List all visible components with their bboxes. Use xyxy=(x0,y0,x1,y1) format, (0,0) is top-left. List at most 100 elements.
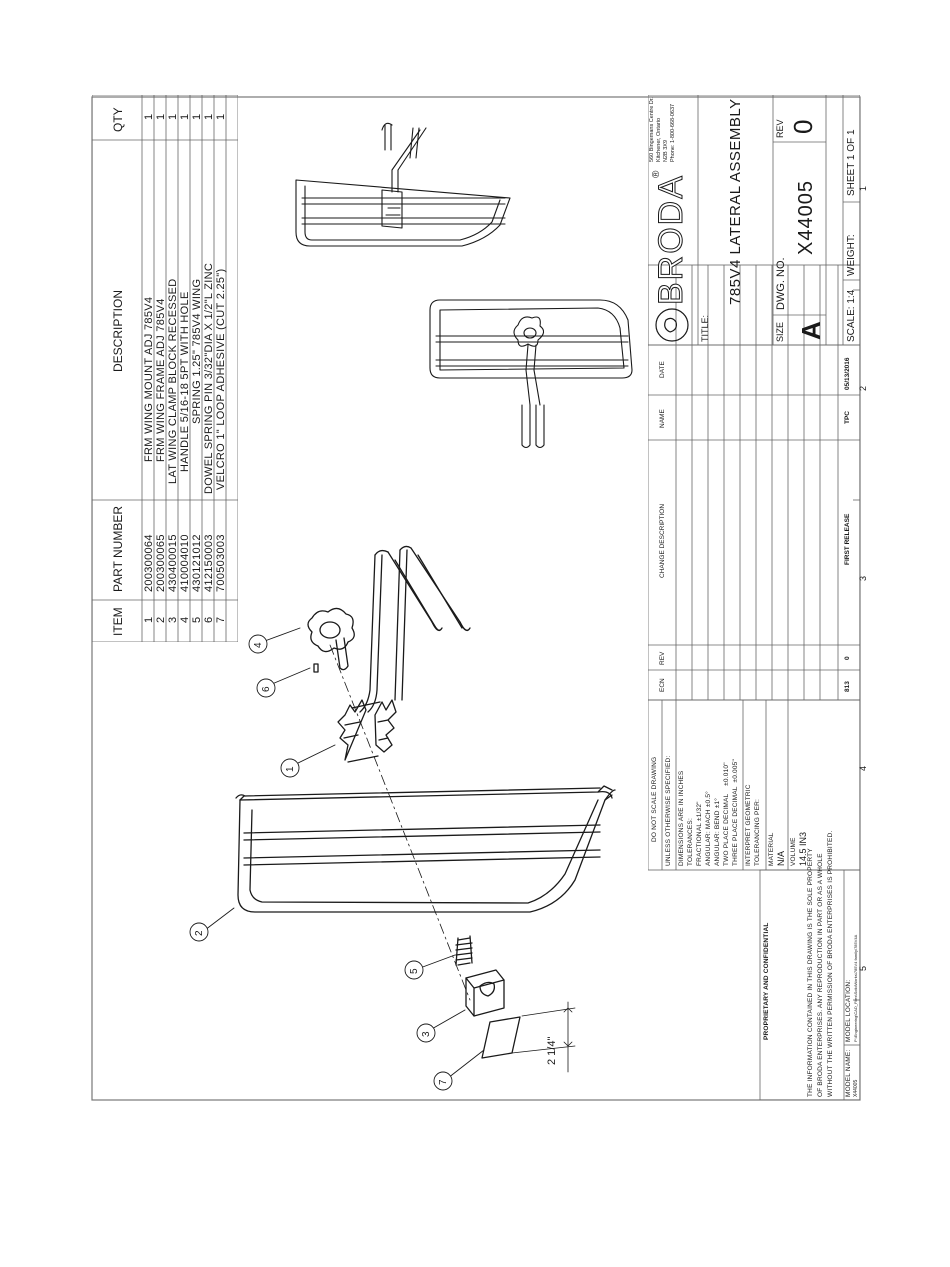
dwg-number: X44005 xyxy=(795,180,817,255)
spring-pin-part xyxy=(313,663,319,673)
broda-logo-icon xyxy=(655,308,689,342)
bom-part: 430400015 xyxy=(167,534,179,592)
bom-part: 410004010 xyxy=(179,534,191,592)
note-line-4: ANGULAR: MACH ±0.5° xyxy=(705,791,712,866)
note-line-2: TOLERANCES: xyxy=(687,818,694,866)
bom-desc: HANDLE 5/16-18 5PT WITH HOLE xyxy=(179,291,191,472)
proprietary-line-2: OF BRODA ENTERPRISES. ANY REPRODUCTION I… xyxy=(817,853,824,1097)
model-name-value: X44005 xyxy=(853,1079,859,1097)
zone-label-2: 2 xyxy=(858,385,869,392)
leader-lines xyxy=(204,627,485,1079)
proprietary-line-3: WITHOUT THE WRITTEN PERMISSION OF BRODA … xyxy=(827,830,834,1097)
bom-part: 200300064 xyxy=(143,534,155,592)
bom-qty: 1 xyxy=(179,113,191,120)
bom-item: 4 xyxy=(179,616,191,623)
wing-frame-part xyxy=(235,785,616,913)
geometric-line-1: INTERPRET GEOMETRIC xyxy=(745,784,752,866)
volume-value: 14.5 IN3 xyxy=(798,831,808,866)
rev-header-change: CHANGE DESCRIPTION xyxy=(659,503,666,578)
bom-item: 6 xyxy=(203,616,215,623)
rev-value: 0 xyxy=(788,119,818,134)
zone-label-1: 1 xyxy=(858,185,869,192)
balloon-6 xyxy=(256,678,276,698)
bom-header-qty: QTY xyxy=(111,107,125,132)
address-line-3: N2B 3X9 xyxy=(663,139,669,162)
geometric-line-2: TOLERANCING PER: xyxy=(754,798,761,866)
volume-label: VOLUME xyxy=(790,837,797,866)
detail-view-2 xyxy=(429,299,633,449)
bom-qty: 1 xyxy=(155,113,167,120)
address-line-4: Phone: 1-800-668-0637 xyxy=(670,103,676,162)
rotated-sheet-content: 1 2 3 4 5 6 7 2 1/4" xyxy=(92,95,860,1100)
note-line-5: ANGULAR: BEND ±1° xyxy=(714,797,721,866)
rev-ecn: 813 xyxy=(844,681,851,692)
proprietary-line-1: THE INFORMATION CONTAINED IN THIS DRAWIN… xyxy=(807,848,814,1097)
rev-date: 05/13/2016 xyxy=(844,357,851,390)
bom-item: 3 xyxy=(167,616,179,623)
address-line-1: 560 Bingemans Centre Dr. xyxy=(649,97,655,162)
proprietary-title: PROPRIETARY AND CONFIDENTIAL xyxy=(763,922,770,1040)
bom-header-item: ITEM xyxy=(111,607,125,636)
dimension-lines xyxy=(511,1001,576,1073)
note-line-6: TWO PLACE DECIMAL ±0.010" xyxy=(723,762,730,866)
balloon-label-2: 2 xyxy=(194,930,205,936)
bom-qty: 1 xyxy=(203,113,215,120)
rev-header-ecn: ECN xyxy=(659,678,666,692)
spring-part xyxy=(455,935,473,966)
bom-part: 430121012 xyxy=(191,534,203,592)
bom-desc: LAT WING CLAMP BLOCK RECESSED xyxy=(167,278,179,484)
balloon-label-5: 5 xyxy=(409,968,420,974)
bom-part: 200300065 xyxy=(155,534,167,592)
bom-qty: 1 xyxy=(143,113,155,120)
weight: WEIGHT: xyxy=(846,234,857,276)
balloon-5 xyxy=(404,960,424,980)
bom-part: 700503003 xyxy=(215,534,227,592)
balloon-label-1: 1 xyxy=(285,766,296,772)
wing-mount-part xyxy=(337,545,471,763)
bom-item: 5 xyxy=(191,616,203,623)
bom-desc: FRM WING MOUNT ADJ 785V4 xyxy=(143,296,155,462)
bom-header-description: DESCRIPTION xyxy=(111,289,125,372)
note-line-1: DIMENSIONS ARE IN INCHES xyxy=(678,770,685,866)
material-label: MATERIAL xyxy=(768,832,775,866)
do-not-scale: DO NOT SCALE DRAWING xyxy=(651,756,658,842)
clamp-block-part xyxy=(465,969,505,1017)
zone-label-3: 3 xyxy=(858,575,869,582)
bom-row: 4 410004010 HANDLE 5/16-18 5PT WITH HOLE 1 xyxy=(179,114,191,642)
rev-header-name: NAME xyxy=(659,409,666,428)
company-name: BRODA xyxy=(652,174,691,306)
rev-name: TPC xyxy=(844,411,851,424)
balloon-1 xyxy=(280,758,300,778)
exploded-view xyxy=(204,122,633,1079)
detail-view-1 xyxy=(295,122,511,247)
balloon-4 xyxy=(248,634,268,654)
company-reg: ® xyxy=(651,170,662,178)
title-label: TITLE: xyxy=(700,314,710,342)
address-line-2: Kitchener, Ontario xyxy=(656,117,662,162)
drawing-title: 785V4 LATERAL ASSEMBLY xyxy=(727,98,744,305)
rev-rev: 0 xyxy=(844,656,851,660)
bom-table: ITEM PART NUMBER DESCRIPTION QTY 1 200300… xyxy=(92,95,238,642)
balloon-label-4: 4 xyxy=(253,642,264,648)
bom-item: 2 xyxy=(155,616,167,623)
balloon-label-3: 3 xyxy=(421,1031,432,1037)
bom-desc: VELCRO 1" LOOP ADHESIVE (CUT 2.25") xyxy=(215,268,227,490)
bom-header-part-number: PART NUMBER xyxy=(111,505,125,592)
note-line-3: FRACTIONAL ±1/32" xyxy=(696,801,703,866)
balloons xyxy=(189,634,453,1091)
rev-label: REV xyxy=(775,119,785,138)
zone-label-5: 5 xyxy=(858,965,869,972)
title-block: PROPRIETARY AND CONFIDENTIAL THE INFORMA… xyxy=(648,95,860,1100)
rev-header-date: DATE xyxy=(659,361,666,378)
bom-desc: FRM WING FRAME ADJ 785V4 xyxy=(155,298,167,462)
unless-specified: UNLESS OTHERWISE SPECIFIED: xyxy=(665,755,672,866)
model-name-label: MODEL NAME: xyxy=(845,1049,852,1097)
bom-desc: SPRING 1.25" 785V4 WING xyxy=(191,278,203,424)
balloon-label-6: 6 xyxy=(261,686,272,692)
dimension-text: 2 1/4" xyxy=(546,1036,558,1065)
